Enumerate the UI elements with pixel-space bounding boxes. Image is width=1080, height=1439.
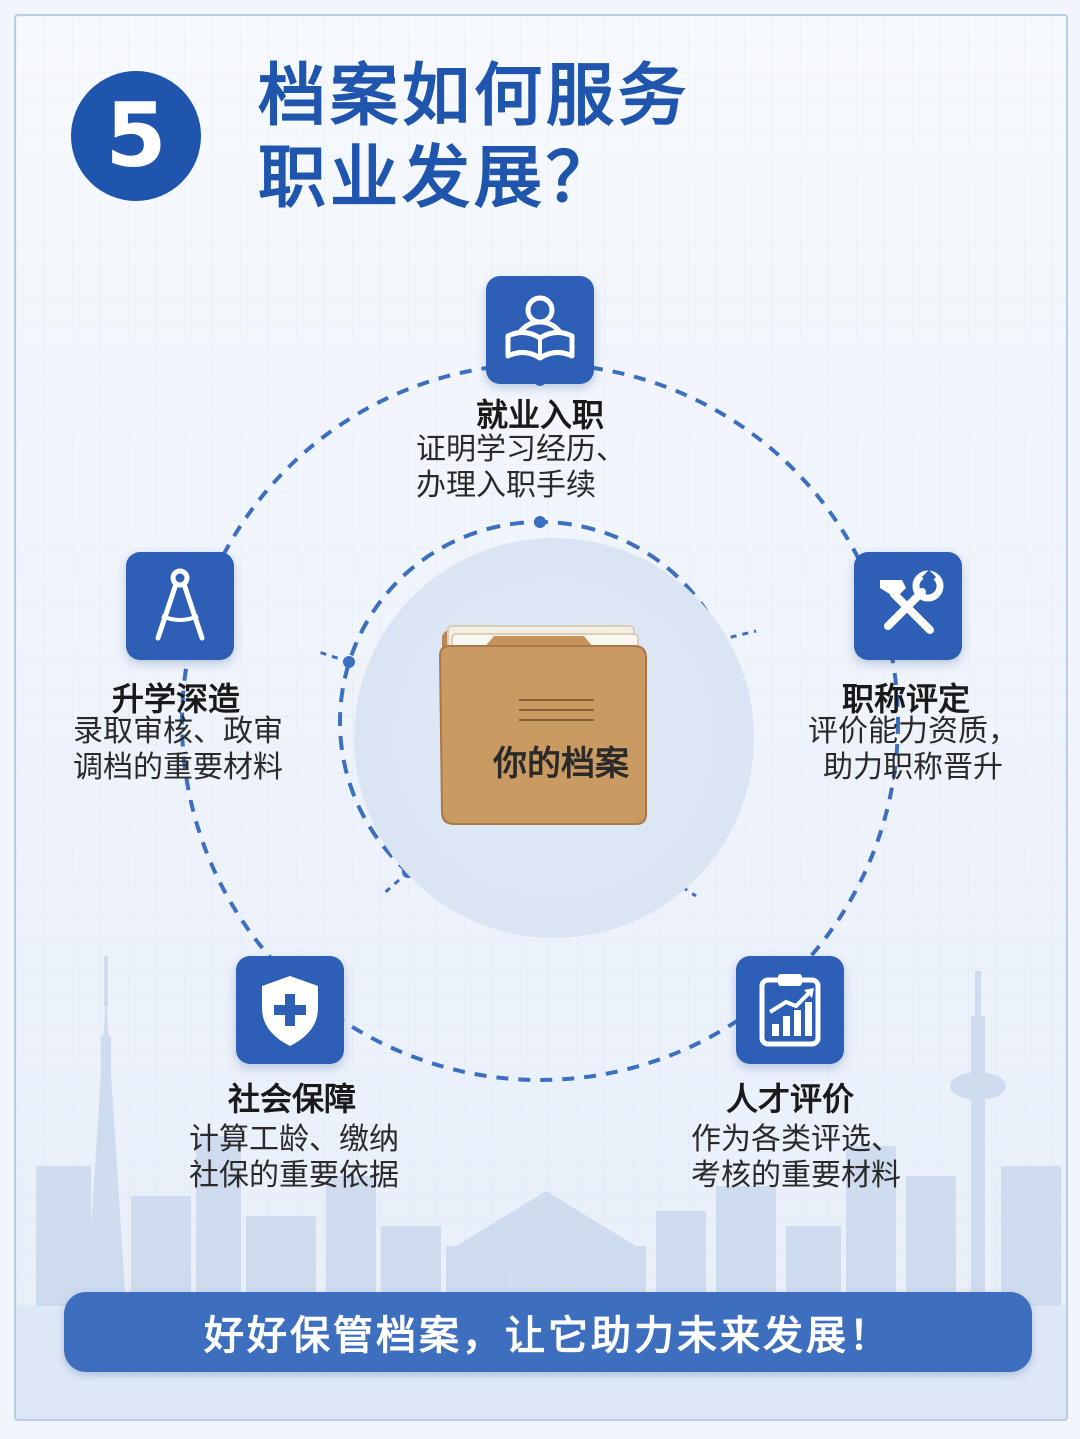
footer-banner-text: 好好保管档案，让它助力未来发展！: [204, 1313, 892, 1359]
node-desc-social-security-1: 计算工龄、缴纳: [189, 1122, 399, 1157]
node-title-employment: 就业入职: [475, 396, 604, 434]
node-desc-further-study-2: 调档的重要材料: [73, 750, 283, 785]
page-frame: 5 档案如何服务 职业发展？ 你的: [14, 14, 1068, 1421]
shield-plus-icon: [236, 956, 344, 1064]
reading-person-icon: [486, 276, 594, 384]
node-desc-social-security-2: 社保的重要依据: [189, 1158, 399, 1193]
node-title-social-security: 社会保障: [227, 1080, 356, 1118]
node-desc-talent-evaluation-1: 作为各类评选、: [691, 1122, 901, 1157]
outer-dashed-ring: [180, 362, 900, 1082]
node-desc-employment-2: 办理入职手续: [416, 468, 596, 503]
node-title-further-study: 升学深造: [111, 680, 240, 718]
node-title-talent-evaluation: 人才评价: [725, 1080, 854, 1118]
title-line-2: 职业发展？: [258, 139, 619, 218]
node-desc-professional-title-1: 评价能力资质，: [808, 714, 1018, 749]
node-desc-professional-title-2: 助力职称晋升: [823, 750, 1003, 785]
center-label: 你的档案: [493, 744, 629, 784]
step-number-badge: 5: [71, 71, 201, 201]
compass-icon: [126, 552, 234, 660]
node-title-professional-title: 职称评定: [841, 680, 970, 718]
chart-clipboard-icon: [736, 956, 844, 1064]
node-desc-talent-evaluation-2: 考核的重要材料: [691, 1158, 901, 1193]
node-desc-further-study-1: 录取审核、政审: [73, 714, 283, 749]
node-desc-employment-1: 证明学习经历、: [416, 432, 626, 467]
footer-banner: 好好保管档案，让它助力未来发展！: [64, 1292, 1032, 1372]
hammer-wrench-icon: [854, 552, 962, 660]
step-number: 5: [105, 84, 167, 187]
page-title: 档案如何服务 职业发展？: [258, 56, 690, 220]
title-line-1: 档案如何服务: [258, 57, 691, 136]
folder-icon: [438, 625, 647, 825]
